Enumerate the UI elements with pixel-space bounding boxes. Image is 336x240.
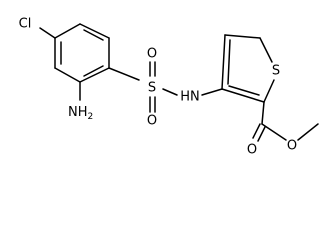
bond <box>263 79 275 103</box>
double-bond-inner <box>228 85 260 96</box>
chloro-label: Cl <box>19 17 32 32</box>
thiophene-ring <box>221 34 275 103</box>
amino-subscript: 2 <box>88 112 94 122</box>
bond <box>221 88 265 103</box>
double-bond-inner <box>83 29 104 41</box>
bond-nitrogen-to-thiophene <box>201 88 223 96</box>
sulfonamide-nitrogen-label: HN <box>180 90 200 105</box>
bond-thiophene-to-carbonyl <box>261 101 265 125</box>
sulfonyl-sulfur-label: S <box>148 81 156 96</box>
bond <box>79 67 110 83</box>
bond-ring-to-sulfonyl <box>108 67 140 81</box>
double-bond-c-o <box>252 123 261 139</box>
sulfonyl-oxygen-bottom-label: O <box>147 114 157 129</box>
bond <box>221 34 226 90</box>
ester-oxygen-label: O <box>287 139 297 154</box>
chemical-structure-diagram: Cl NH2 S O O HN S O O <box>19 17 319 158</box>
bond <box>259 37 273 63</box>
amino-label: NH2 <box>68 105 93 122</box>
sulfonyl-oxygen-top-label: O <box>147 47 157 62</box>
double-bond-inner <box>227 39 231 85</box>
amino-text: NH <box>68 105 88 120</box>
bond <box>54 67 81 83</box>
bond-ester-oxygen-to-methyl <box>297 123 319 141</box>
thiophene-sulfur-label: S <box>272 64 280 79</box>
bond <box>54 23 81 39</box>
bond-sulfonyl-to-nitrogen <box>162 88 178 96</box>
bond <box>224 34 261 39</box>
benzene-ring <box>54 23 110 83</box>
bond-ring-to-chloro <box>39 27 56 39</box>
double-bond-inner <box>83 65 104 77</box>
carbonyl-oxygen-label: O <box>247 143 257 158</box>
double-bond-c-o <box>257 126 266 142</box>
bond-carbonyl-to-ester-oxygen <box>261 123 287 141</box>
bond <box>79 23 110 39</box>
